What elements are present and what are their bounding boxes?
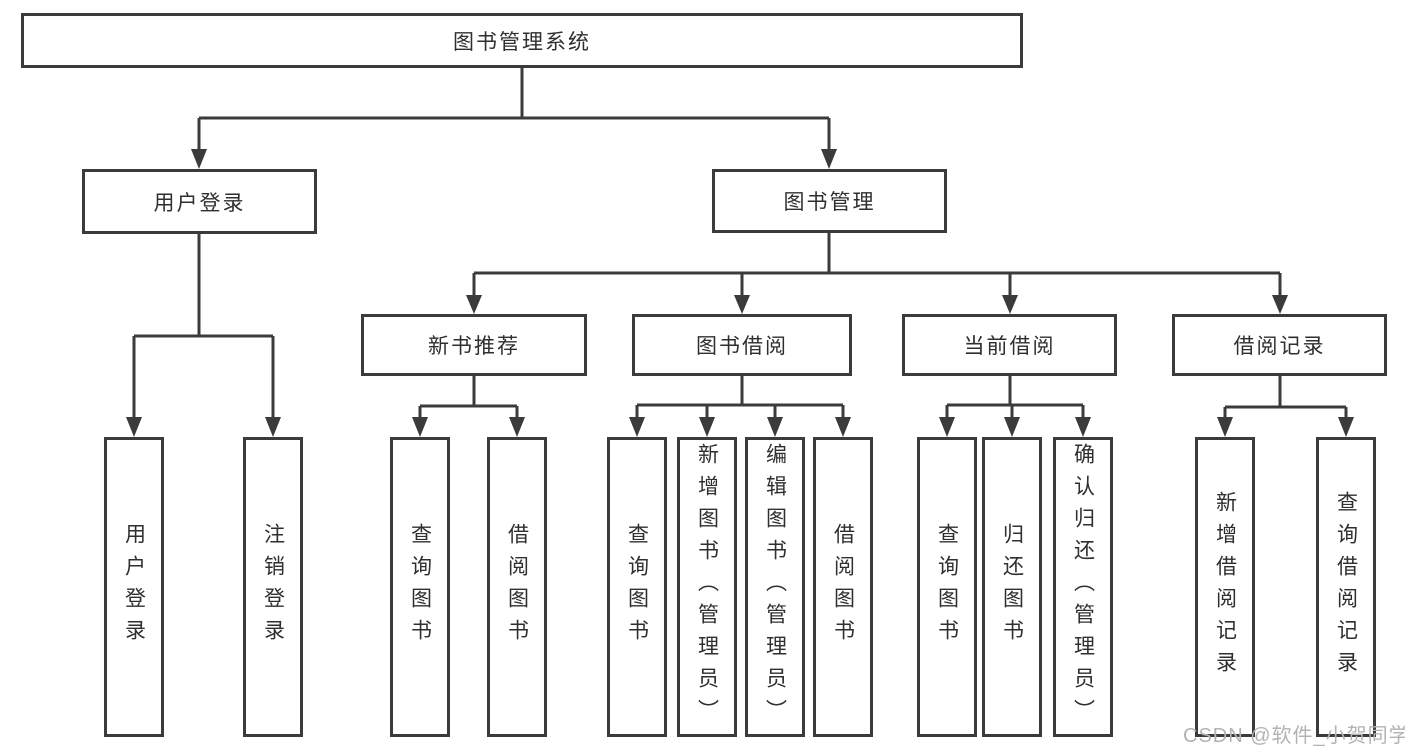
- leaf-confirm-return-admin: 确认归还（管理员）: [1053, 437, 1113, 737]
- leaf-current-query-books: 查询图书: [917, 437, 977, 737]
- leaf-user-login-label: 用户登录: [122, 523, 146, 651]
- node-book-management: 图书管理: [712, 169, 947, 233]
- leaf-borrowing-query-books-label: 查询图书: [625, 523, 649, 651]
- node-current-borrowing: 当前借阅: [902, 314, 1117, 376]
- node-borrow-records-label: 借阅记录: [1233, 335, 1326, 358]
- node-new-book-recommend-label: 新书推荐: [428, 335, 520, 358]
- leaf-borrow-books: 借阅图书: [813, 437, 873, 737]
- node-book-management-label: 图书管理: [783, 191, 876, 214]
- node-borrow-records: 借阅记录: [1172, 314, 1387, 376]
- node-user-login: 用户登录: [82, 169, 317, 234]
- leaf-confirm-return-admin-label: 确认归还（管理员）: [1071, 443, 1095, 731]
- leaf-add-books-admin: 新增图书（管理员）: [677, 437, 737, 737]
- leaf-recommend-borrow-books-label: 借阅图书: [505, 523, 529, 651]
- leaf-add-borrow-record-label: 新增借阅记录: [1213, 491, 1237, 683]
- leaf-recommend-query-books-label: 查询图书: [408, 523, 432, 651]
- node-current-borrowing-label: 当前借阅: [963, 335, 1056, 358]
- leaf-query-borrow-record: 查询借阅记录: [1316, 437, 1376, 737]
- leaf-add-books-admin-label: 新增图书（管理员）: [695, 443, 719, 731]
- node-book-borrowing-label: 图书借阅: [696, 335, 788, 358]
- leaf-return-books: 归还图书: [982, 437, 1042, 737]
- leaf-borrowing-query-books: 查询图书: [607, 437, 667, 737]
- leaf-return-books-label: 归还图书: [1000, 523, 1024, 651]
- leaf-logout-label: 注销登录: [261, 523, 285, 651]
- arrowheads: [126, 149, 1354, 437]
- leaf-logout: 注销登录: [243, 437, 303, 737]
- leaf-edit-books-admin-label: 编辑图书（管理员）: [763, 443, 787, 731]
- node-new-book-recommend: 新书推荐: [361, 314, 587, 376]
- node-book-borrowing: 图书借阅: [632, 314, 852, 376]
- leaf-recommend-query-books: 查询图书: [390, 437, 450, 737]
- leaf-borrow-books-label: 借阅图书: [831, 523, 855, 651]
- leaf-edit-books-admin: 编辑图书（管理员）: [745, 437, 805, 737]
- leaf-query-borrow-record-label: 查询借阅记录: [1334, 491, 1358, 683]
- node-root-library-system: 图书管理系统: [21, 13, 1023, 68]
- leaf-user-login: 用户登录: [104, 437, 164, 737]
- node-root-label: 图书管理系统: [453, 30, 591, 54]
- node-user-login-label: 用户登录: [153, 191, 246, 215]
- watermark: CSDN @软件_小贺同学: [1183, 725, 1405, 747]
- leaf-current-query-books-label: 查询图书: [935, 523, 959, 651]
- leaf-recommend-borrow-books: 借阅图书: [487, 437, 547, 737]
- leaf-add-borrow-record: 新增借阅记录: [1195, 437, 1255, 737]
